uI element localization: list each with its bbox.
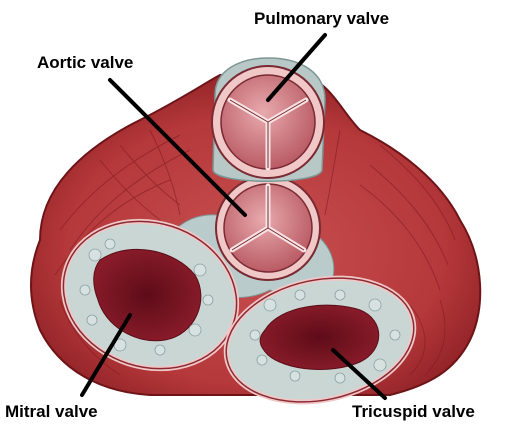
- aortic-valve-label: Aortic valve: [37, 54, 133, 71]
- mitral-valve-label: Mitral valve: [5, 403, 98, 420]
- pulmonary-valve: [212, 58, 325, 181]
- aortic-valve: [216, 176, 320, 280]
- pulmonary-valve-label: Pulmonary valve: [254, 10, 389, 27]
- tricuspid-valve-label: Tricuspid valve: [352, 403, 475, 420]
